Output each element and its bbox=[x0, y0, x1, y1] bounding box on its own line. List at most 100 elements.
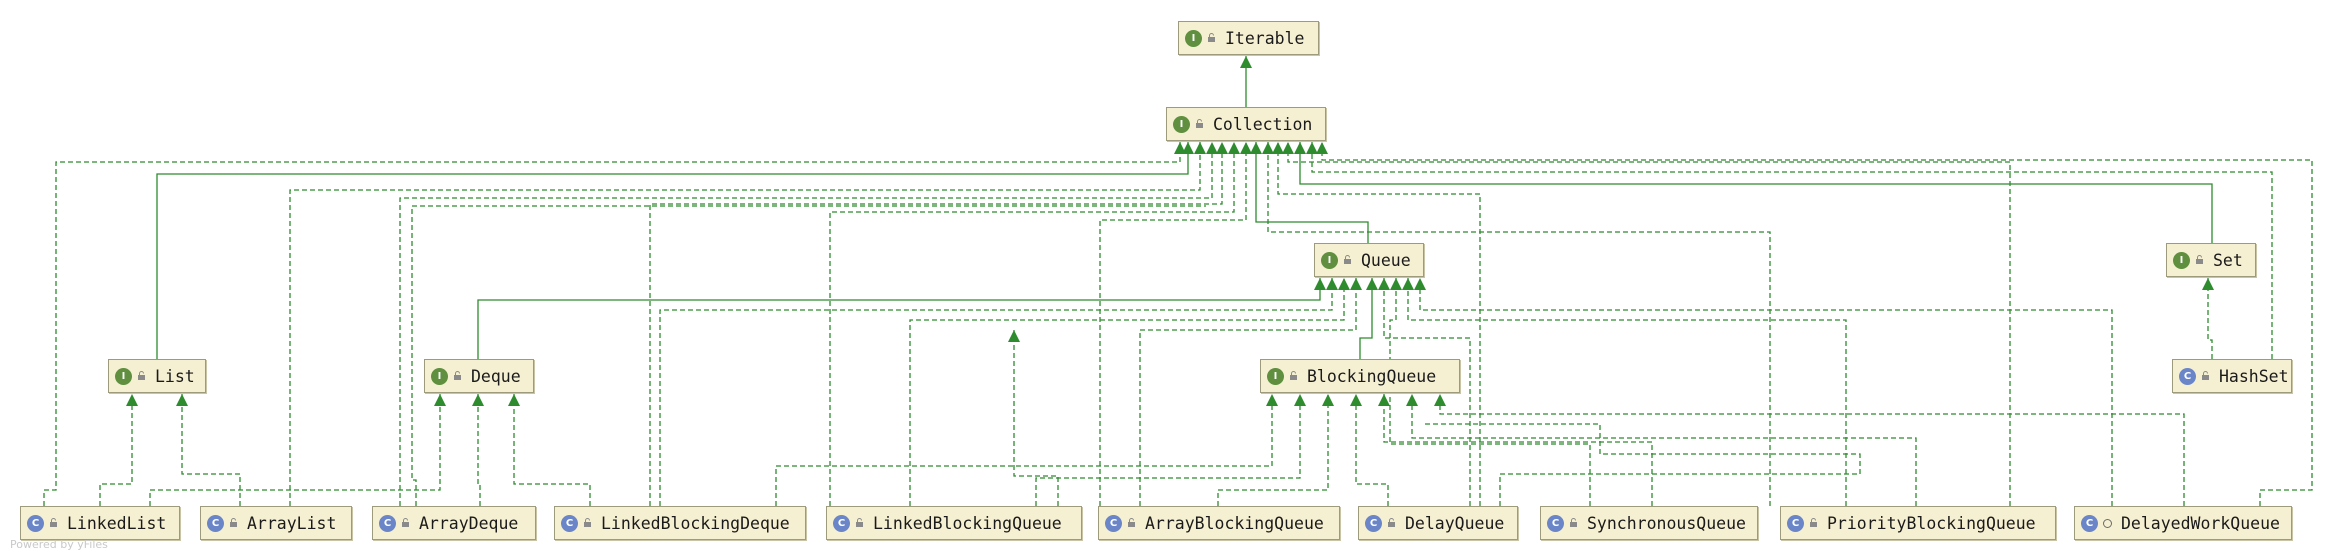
arrowhead bbox=[1322, 394, 1334, 406]
class-icon: C bbox=[27, 514, 44, 532]
node-arraylist[interactable]: C ArrayList bbox=[200, 506, 352, 540]
lock-icon bbox=[1196, 119, 1203, 128]
lock-icon bbox=[2202, 371, 2209, 380]
edge-linkedblockingdeque-to-collection bbox=[649, 142, 1223, 506]
edge-arrayblockingqueue-to-collection bbox=[1099, 142, 1247, 506]
node-priorityblockingqueue[interactable]: C PriorityBlockingQueue bbox=[1780, 506, 2056, 540]
node-label: ArrayBlockingQueue bbox=[1145, 513, 1324, 533]
node-label: List bbox=[155, 366, 195, 386]
lock-icon bbox=[230, 518, 237, 527]
edge-deque-to-queue bbox=[477, 278, 1321, 359]
node-label: SynchronousQueue bbox=[1587, 513, 1746, 533]
arrowhead bbox=[2202, 278, 2214, 290]
arrowhead bbox=[1306, 142, 1318, 154]
node-blockingqueue[interactable]: I BlockingQueue bbox=[1260, 359, 1460, 393]
arrowhead bbox=[1390, 278, 1402, 290]
node-label: BlockingQueue bbox=[1307, 366, 1437, 386]
edge-linkedblockingqueue-to-collection bbox=[829, 142, 1235, 506]
class-icon: C bbox=[1547, 514, 1564, 532]
class-icon: C bbox=[1787, 514, 1804, 532]
interface-icon: I bbox=[2173, 251, 2190, 269]
edge-priorityblockingqueue-to-collection bbox=[1287, 142, 2011, 506]
node-label: Queue bbox=[1361, 250, 1411, 270]
arrowhead bbox=[1266, 394, 1278, 406]
node-collection[interactable]: I Collection bbox=[1166, 107, 1326, 141]
lock-icon bbox=[1128, 518, 1135, 527]
node-delayedworkqueue[interactable]: C DelayedWorkQueue bbox=[2074, 506, 2292, 540]
arrowhead bbox=[1262, 142, 1274, 154]
arrowhead bbox=[176, 394, 188, 406]
node-arraydeque[interactable]: C ArrayDeque bbox=[372, 506, 536, 540]
node-label: LinkedBlockingQueue bbox=[873, 513, 1062, 533]
node-label: DelayQueue bbox=[1405, 513, 1505, 533]
arrowhead bbox=[1182, 142, 1194, 154]
arrowhead bbox=[1250, 142, 1262, 154]
edge-priorityblockingqueue-to-blockingqueue bbox=[1411, 394, 1917, 506]
arrowhead bbox=[1008, 330, 1020, 342]
edge-arraylist-to-list bbox=[181, 394, 241, 506]
node-arrayblockingqueue[interactable]: C ArrayBlockingQueue bbox=[1098, 506, 1340, 540]
interface-icon: I bbox=[1185, 29, 1202, 47]
lock-icon bbox=[1344, 255, 1351, 264]
package-private-icon bbox=[2103, 518, 2112, 528]
interface-icon: I bbox=[431, 367, 448, 385]
node-set[interactable]: I Set bbox=[2166, 243, 2256, 277]
arrowhead bbox=[1414, 278, 1426, 290]
arrowhead bbox=[1338, 278, 1350, 290]
node-label: Iterable bbox=[1225, 28, 1305, 48]
node-queue[interactable]: I Queue bbox=[1314, 243, 1424, 277]
node-synchronousqueue[interactable]: C SynchronousQueue bbox=[1540, 506, 1758, 540]
node-label: ArrayDeque bbox=[419, 513, 519, 533]
edge-synchronousqueue-to-collection bbox=[1267, 142, 1771, 506]
lock-icon bbox=[2196, 255, 2203, 264]
node-list[interactable]: I List bbox=[108, 359, 206, 393]
lock-icon bbox=[1570, 518, 1577, 527]
node-hashset[interactable]: C HashSet bbox=[2172, 359, 2292, 393]
edge-arraydeque-to-collection bbox=[399, 142, 1213, 506]
node-delayqueue[interactable]: C DelayQueue bbox=[1358, 506, 1518, 540]
arrowhead bbox=[1366, 278, 1378, 290]
node-iterable[interactable]: I Iterable bbox=[1178, 21, 1319, 55]
node-linkedlist[interactable]: C LinkedList bbox=[20, 506, 180, 540]
interface-icon: I bbox=[1267, 367, 1284, 385]
watermark: Powered by yFiles bbox=[10, 538, 108, 551]
arrowhead bbox=[126, 394, 138, 406]
class-icon: C bbox=[2179, 367, 2196, 385]
arrowhead bbox=[472, 394, 484, 406]
arrowhead bbox=[1272, 142, 1284, 154]
edge-linkedblockingqueue-to-queue bbox=[909, 278, 1345, 506]
edge-arrayblockingqueue-to-queue bbox=[1139, 278, 1357, 506]
lock-icon bbox=[138, 371, 145, 380]
lock-icon bbox=[1290, 371, 1297, 380]
arrowhead bbox=[1316, 142, 1328, 154]
arrowhead bbox=[1216, 142, 1228, 154]
interface-icon: I bbox=[1321, 251, 1338, 269]
arrowhead bbox=[1378, 278, 1390, 290]
arrowhead bbox=[1282, 142, 1294, 154]
lock-icon bbox=[584, 518, 591, 527]
arrowhead bbox=[1294, 142, 1306, 154]
arrowhead bbox=[1294, 394, 1306, 406]
node-label: Deque bbox=[471, 366, 521, 386]
arrowhead bbox=[1174, 142, 1186, 154]
node-label: Set bbox=[2213, 250, 2243, 270]
edge-linkedblockingdeque-to-deque bbox=[513, 394, 591, 506]
arrowhead bbox=[434, 394, 446, 406]
node-linkedblockingqueue[interactable]: C LinkedBlockingQueue bbox=[826, 506, 1082, 540]
node-label: DelayedWorkQueue bbox=[2121, 513, 2280, 533]
interface-icon: I bbox=[1173, 115, 1190, 133]
node-linkedblockingdeque[interactable]: C LinkedBlockingDeque bbox=[554, 506, 806, 540]
node-deque[interactable]: I Deque bbox=[424, 359, 534, 393]
edge-linkedlist-to-collection bbox=[43, 142, 1181, 506]
edge-arraydeque-to-queue bbox=[411, 205, 1206, 506]
arrowhead bbox=[1194, 142, 1206, 154]
class-icon: C bbox=[1105, 514, 1122, 532]
arrowhead bbox=[1406, 394, 1418, 406]
class-icon: C bbox=[561, 514, 578, 532]
edge-arraylist-to-collection bbox=[289, 142, 1201, 506]
lock-icon bbox=[454, 371, 461, 380]
edge-blockingqueue-to-queue bbox=[1359, 278, 1373, 359]
edge-priorityblockingqueue-to-queue bbox=[1407, 278, 1847, 506]
edge-delayqueue-to-blockingqueue-2 bbox=[1424, 423, 1861, 506]
